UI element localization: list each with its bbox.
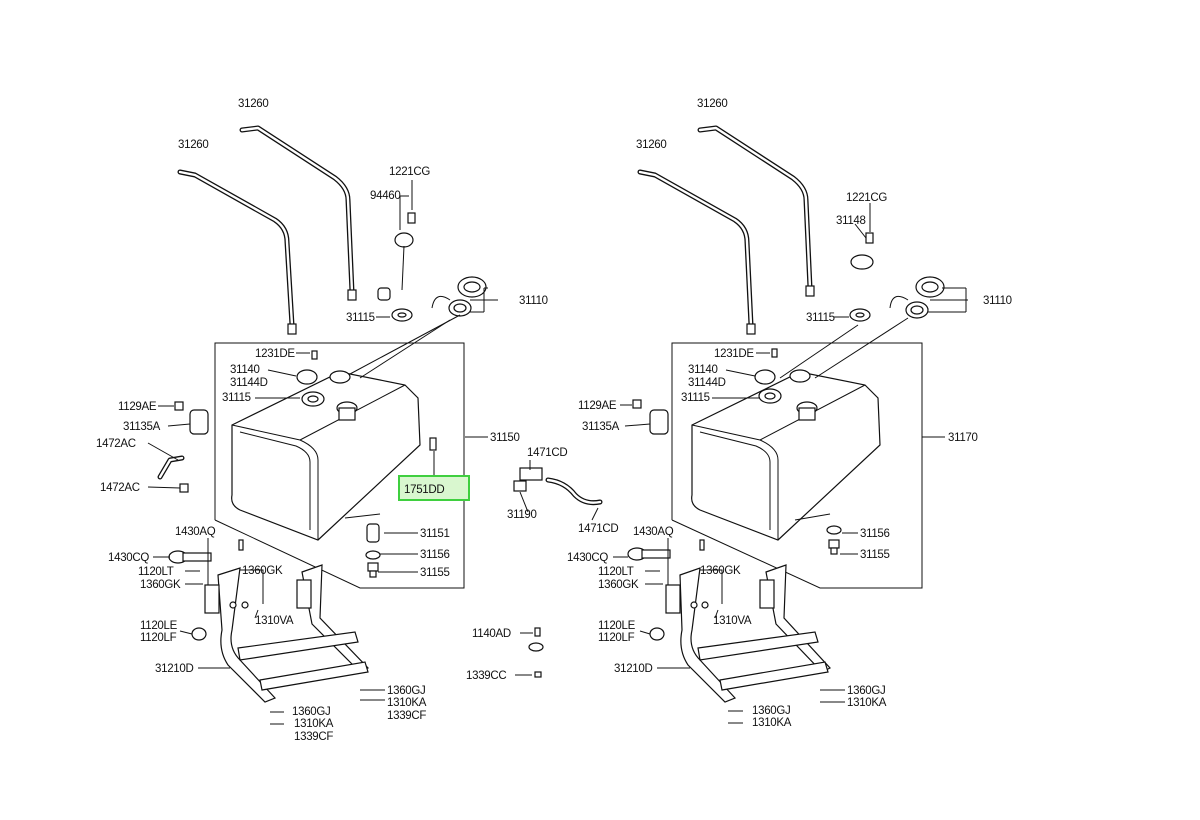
highlight-1751dd[interactable] xyxy=(398,475,470,501)
right-leader-lines xyxy=(613,203,968,724)
callout-1360gj[interactable]: 1360GJ xyxy=(752,705,791,717)
callout-1129ae[interactable]: 1129AE xyxy=(578,400,617,412)
callout-31115[interactable]: 31115 xyxy=(681,392,710,404)
callout-1339cc[interactable]: 1339CC xyxy=(466,670,507,682)
callout-31155[interactable]: 31155 xyxy=(420,567,450,579)
callout-31115[interactable]: 31115 xyxy=(222,392,251,404)
callout-1129ae[interactable]: 1129AE xyxy=(118,401,157,413)
breather-pipe-left xyxy=(177,125,357,335)
callout-1231de[interactable]: 1231DE xyxy=(714,348,755,360)
sender-gauge-right xyxy=(779,232,874,379)
right-callout-labels: 31260 31260 1221CG 31148 31115 31110 123… xyxy=(567,98,1012,729)
callout-31115[interactable]: 31115 xyxy=(346,312,375,324)
callout-31115[interactable]: 31115 xyxy=(806,312,835,324)
filler-cap-right xyxy=(814,276,945,379)
callout-31140[interactable]: 31140 xyxy=(230,364,260,376)
callout-1140ad[interactable]: 1140AD xyxy=(472,628,511,640)
callout-1339cf[interactable]: 1339CF xyxy=(387,710,427,722)
callout-31210d[interactable]: 31210D xyxy=(155,663,194,675)
callout-1120le[interactable]: 1120LE xyxy=(140,620,178,632)
left-assembly-frame xyxy=(214,342,465,589)
tank-fittings-left xyxy=(296,314,461,451)
callout-31210d[interactable]: 31210D xyxy=(614,663,653,675)
callout-1430aq[interactable]: 1430AQ xyxy=(633,526,674,538)
callout-1120lf[interactable]: 1120LF xyxy=(140,632,177,644)
callout-1751dd[interactable]: 1751DD xyxy=(404,484,445,496)
breather-pipe-right xyxy=(637,125,815,335)
callout-1471cd[interactable]: 1471CD xyxy=(578,523,619,535)
callout-1310va[interactable]: 1310VA xyxy=(713,615,752,627)
callout-1472ac[interactable]: 1472AC xyxy=(96,438,136,450)
callout-1221cg[interactable]: 1221CG xyxy=(389,166,431,178)
callout-31156[interactable]: 31156 xyxy=(420,549,450,561)
callout-31144d[interactable]: 31144D xyxy=(688,377,726,389)
callout-1120le[interactable]: 1120LE xyxy=(598,620,636,632)
callout-1231de[interactable]: 1231DE xyxy=(255,348,296,360)
callout-31260[interactable]: 31260 xyxy=(178,139,209,151)
callout-1310ka[interactable]: 1310KA xyxy=(752,717,792,729)
callout-31135a[interactable]: 31135A xyxy=(123,421,161,433)
callout-31151[interactable]: 31151 xyxy=(420,528,450,540)
drain-hose-parts xyxy=(513,467,603,678)
side-fittings-right xyxy=(632,399,669,435)
callout-31170[interactable]: 31170 xyxy=(948,432,978,444)
callout-1360gj[interactable]: 1360GJ xyxy=(387,685,426,697)
right-assembly: 31260 31260 1221CG 31148 31115 31110 123… xyxy=(567,98,1012,729)
callout-1430aq[interactable]: 1430AQ xyxy=(175,526,216,538)
left-leader-lines xyxy=(147,180,599,725)
callout-31260[interactable]: 31260 xyxy=(697,98,728,110)
callout-1430cq[interactable]: 1430CQ xyxy=(108,552,150,564)
filler-cap-left xyxy=(359,276,487,379)
callout-1471cd[interactable]: 1471CD xyxy=(527,447,568,459)
callout-1310ka[interactable]: 1310KA xyxy=(387,697,427,709)
callout-1120lt[interactable]: 1120LT xyxy=(598,566,634,578)
callout-31260[interactable]: 31260 xyxy=(636,139,667,151)
callout-1360gk[interactable]: 1360GK xyxy=(700,565,741,577)
callout-31110[interactable]: 31110 xyxy=(519,295,548,307)
callout-1430cq[interactable]: 1430CQ xyxy=(567,552,609,564)
callout-1120lf[interactable]: 1120LF xyxy=(598,632,635,644)
callout-1310ka[interactable]: 1310KA xyxy=(847,697,887,709)
tank-fittings-right xyxy=(754,348,811,404)
mounting-bracket-right xyxy=(627,539,831,703)
callout-1360gj[interactable]: 1360GJ xyxy=(847,685,886,697)
left-assembly: 31260 31260 1221CG 94460 31115 31110 123… xyxy=(96,98,619,743)
callout-1472ac[interactable]: 1472AC xyxy=(100,482,140,494)
callout-1360gk[interactable]: 1360GK xyxy=(140,579,181,591)
mounting-bracket-left xyxy=(168,539,369,703)
drain-parts-right xyxy=(794,513,842,555)
left-callout-labels: 31260 31260 1221CG 94460 31115 31110 123… xyxy=(96,98,619,743)
callout-31110[interactable]: 31110 xyxy=(983,295,1012,307)
callout-1310va[interactable]: 1310VA xyxy=(255,615,294,627)
right-assembly-frame xyxy=(671,342,923,589)
callout-1339cf[interactable]: 1339CF xyxy=(294,731,334,743)
callout-1120lt[interactable]: 1120LT xyxy=(138,566,174,578)
side-fittings-left xyxy=(157,401,209,493)
fuel-tank-left xyxy=(231,371,421,541)
callout-31155[interactable]: 31155 xyxy=(860,549,890,561)
callout-31148[interactable]: 31148 xyxy=(836,215,866,227)
callout-94460[interactable]: 94460 xyxy=(370,190,401,202)
callout-31190[interactable]: 31190 xyxy=(507,509,537,521)
callout-1360gj[interactable]: 1360GJ xyxy=(292,706,331,718)
callout-1360gk[interactable]: 1360GK xyxy=(598,579,639,591)
callout-31156[interactable]: 31156 xyxy=(860,528,890,540)
fuel-tank-right xyxy=(691,371,881,541)
callout-31150[interactable]: 31150 xyxy=(490,432,520,444)
callout-31140[interactable]: 31140 xyxy=(688,364,718,376)
callout-1310ka[interactable]: 1310KA xyxy=(294,718,334,730)
sender-gauge-left xyxy=(377,212,416,322)
callout-1221cg[interactable]: 1221CG xyxy=(846,192,888,204)
callout-31144d[interactable]: 31144D xyxy=(230,377,268,389)
callout-31260[interactable]: 31260 xyxy=(238,98,269,110)
callout-31135a[interactable]: 31135A xyxy=(582,421,620,433)
drain-parts-left xyxy=(344,513,381,578)
callout-1360gk[interactable]: 1360GK xyxy=(242,565,283,577)
